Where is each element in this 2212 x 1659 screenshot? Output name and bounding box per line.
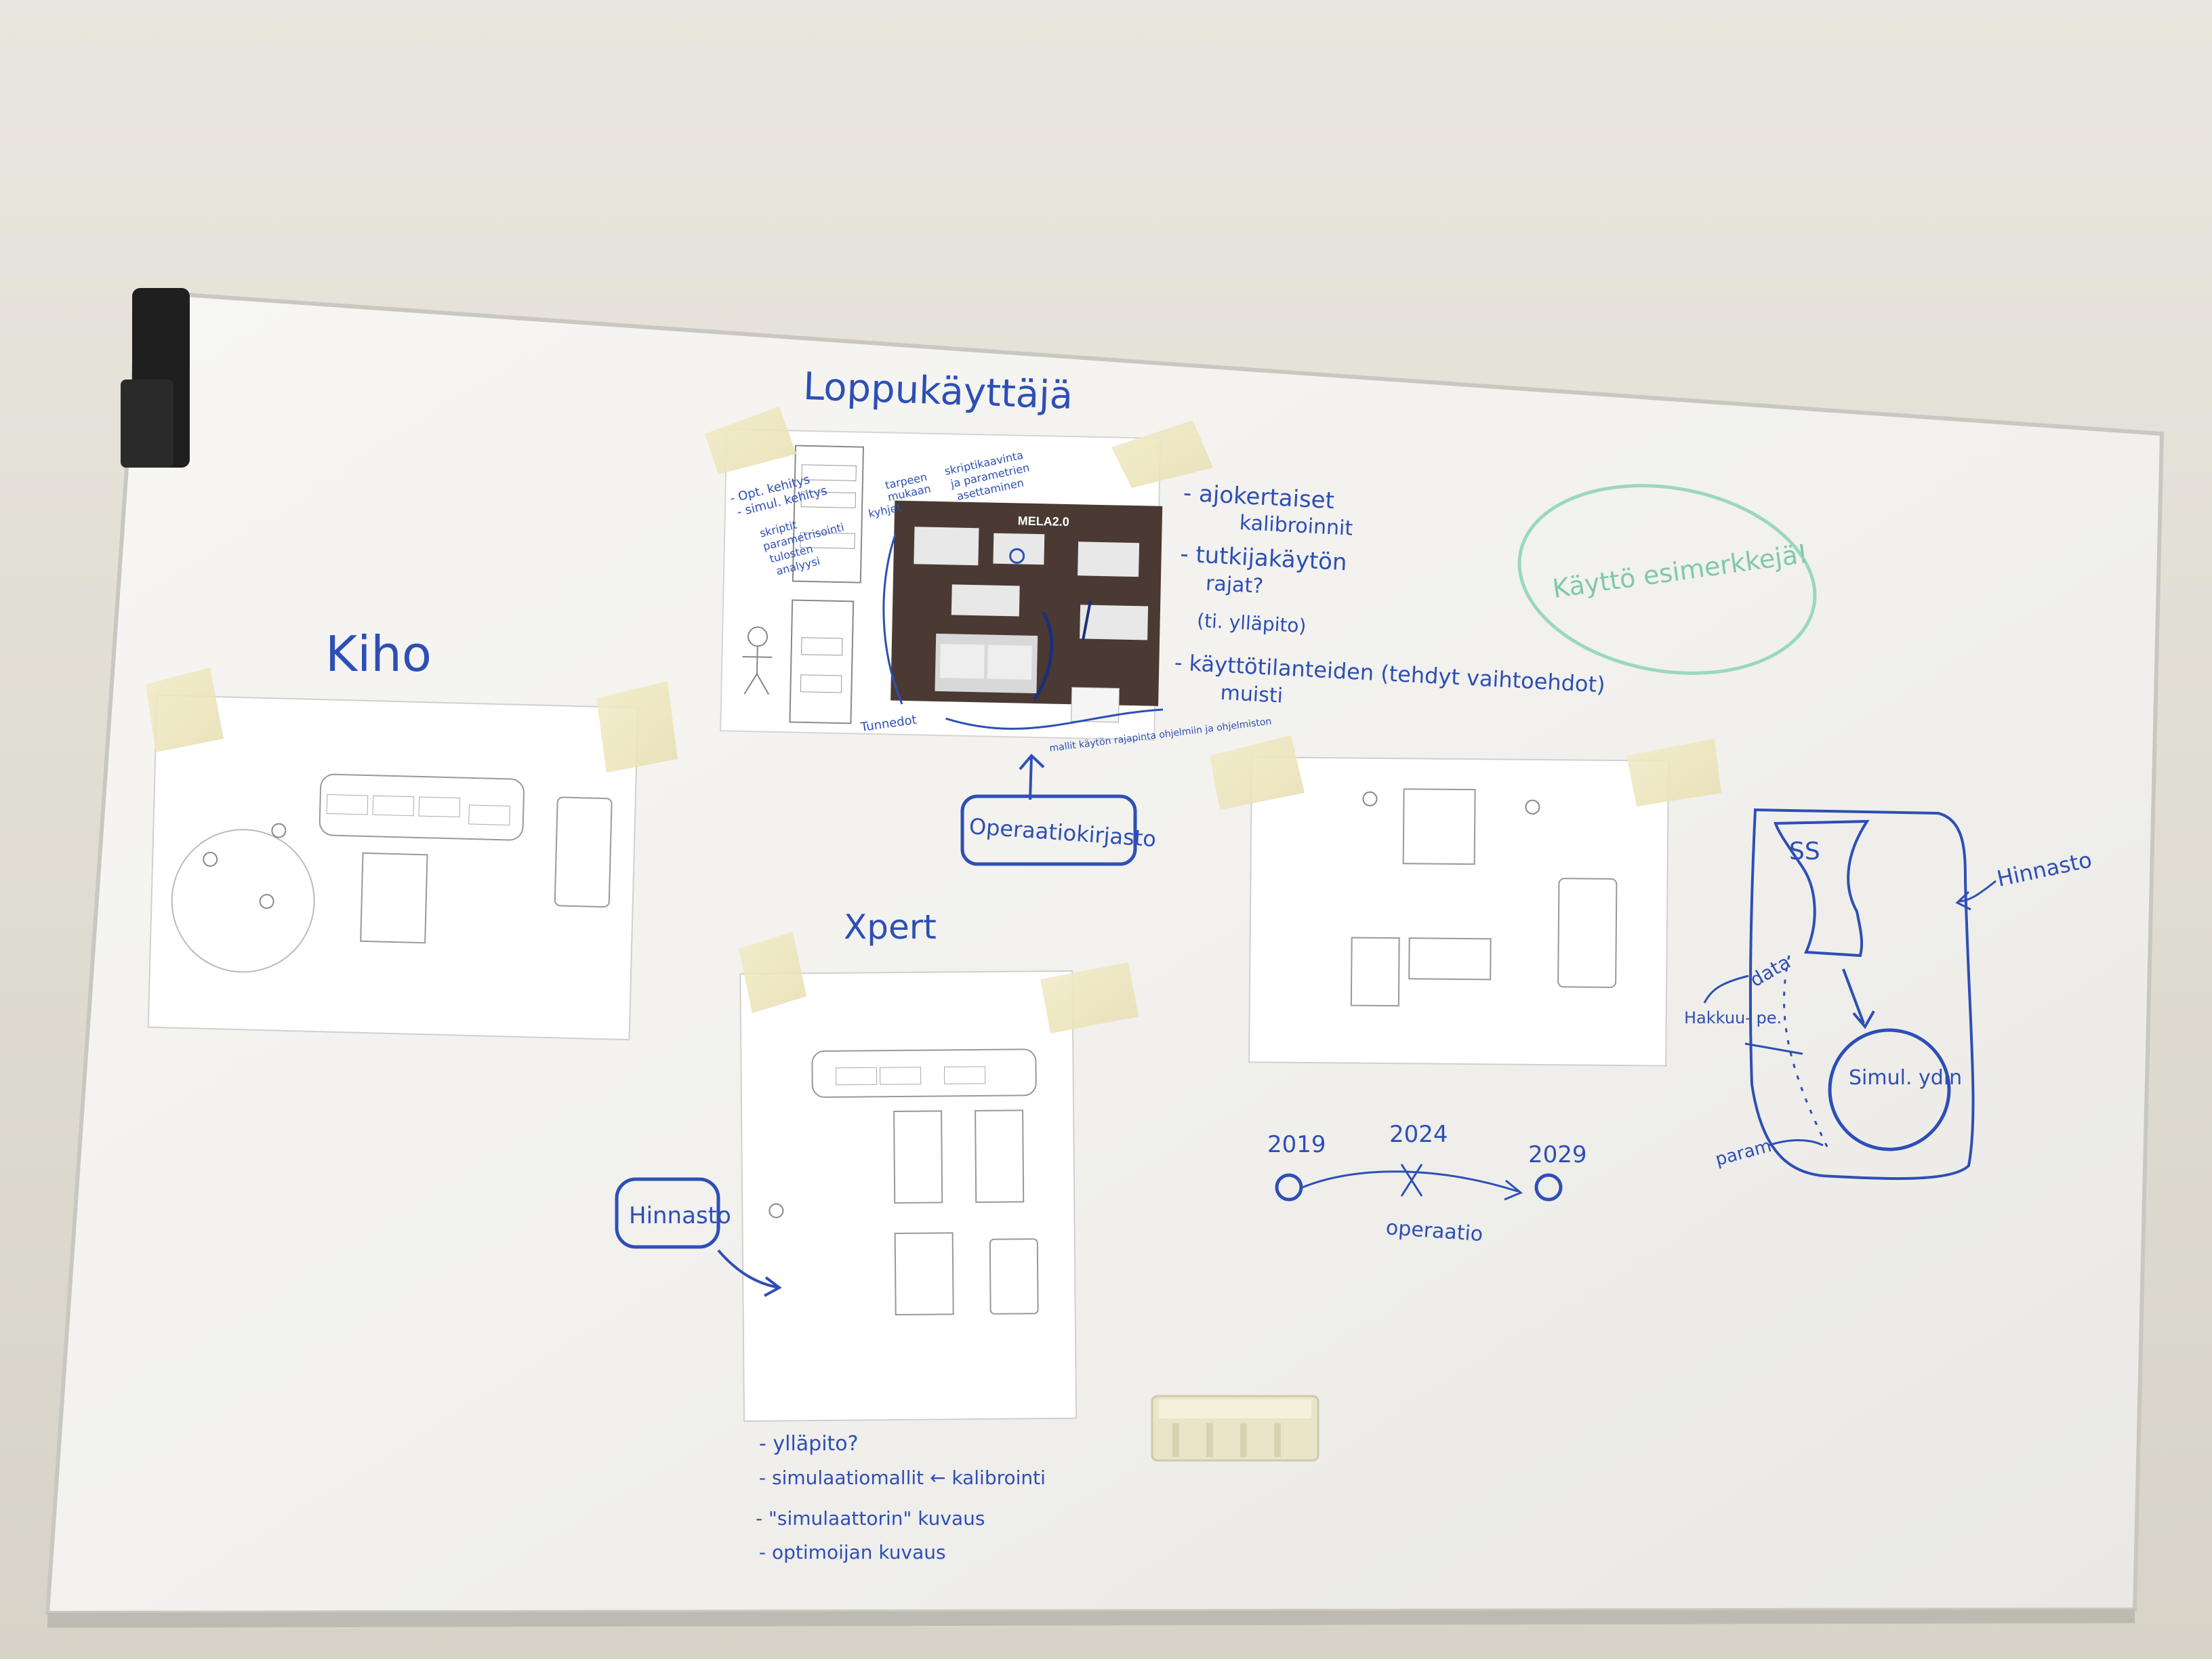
timeline-end-node [1534,1173,1563,1202]
operaatiokirjasto-box [960,794,1137,866]
tape [1040,962,1139,1033]
hinnasto-left-box [615,1177,720,1249]
simul-label: Simul. ydin [1849,1066,1962,1090]
bottom-notes: - ylläpito? - simulaatiomallit ← kalibro… [756,1432,1046,1563]
hinnasto-left-label: Hinnasto [629,1202,731,1229]
arrow-up [1019,754,1045,800]
tape [146,668,224,752]
svg-text:- simulaatiomallit ← kalibroin: - simulaatiomallit ← kalibrointi [759,1467,1046,1489]
kaytto-ellipse [1517,484,1817,675]
simul-circle [1828,1028,1951,1151]
svg-text:- "simulaattorin" kuvaus: - "simulaattorin" kuvaus [756,1507,985,1530]
timeline-start-node [1275,1173,1303,1202]
hinnasto-arrow [717,1249,782,1297]
tape [1111,420,1213,488]
eraser [1151,1395,1319,1462]
outer-frame [1748,808,1975,1181]
svg-text:2029: 2029 [1528,1141,1587,1168]
ss-label: SS [1789,838,1820,865]
board-tray [47,1610,2135,1628]
ss-box [1774,819,1870,958]
svg-text:- optimoijan kuvaus: - optimoijan kuvaus [759,1541,946,1563]
tape [1210,735,1305,810]
mela-sheet: MELA2.0 [720,428,1164,741]
svg-text:muisti: muisti [1220,681,1284,708]
tape [596,681,678,773]
tape [1626,739,1721,806]
right-sheet [1248,756,1670,1067]
tape [739,932,806,1013]
svg-text:rajat?: rajat? [1205,572,1264,598]
svg-text:2019: 2019 [1267,1131,1326,1158]
hakkuu-label: Hakkuu- pe. [1684,1008,1782,1027]
heading-loppukayttaja: Loppukäyttäjä [802,365,1073,418]
kiho-sheet [147,694,639,1041]
mela-title: MELA2.0 [1018,514,1069,529]
xpert-sheet [739,970,1078,1422]
svg-text:2024: 2024 [1389,1121,1448,1148]
wall-clip [121,288,190,468]
label-kiho: Kiho [325,626,432,682]
label-xpert: Xpert [844,907,937,947]
tape [705,407,796,474]
svg-text:- ylläpito?: - ylläpito? [759,1432,859,1456]
